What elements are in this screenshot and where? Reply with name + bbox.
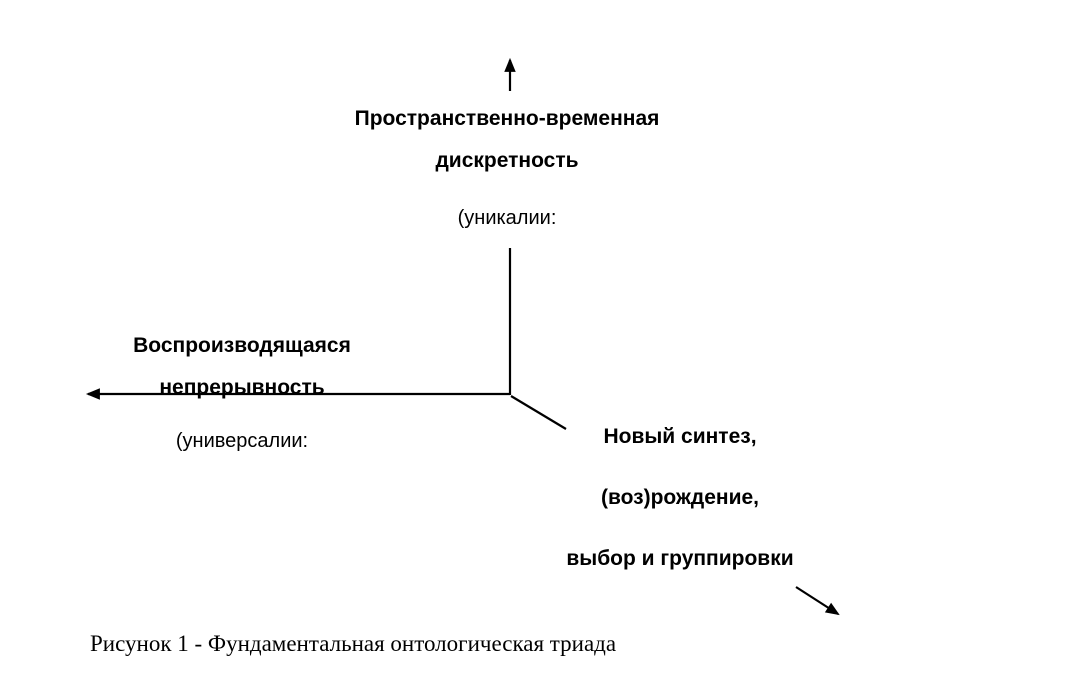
top-axis-title-line1: Пространственно-временная [354,107,660,130]
top-axis-subtitle: (уникалии: [457,207,557,229]
left-axis-title-line1: Воспроизводящаяся [133,334,351,357]
top-axis-title: Пространственно-временная дискретность [307,98,707,182]
left-axis-title: Воспроизводящаяся непрерывность [92,325,392,409]
top-axis-title-line2: дискретность [435,149,579,172]
right-axis-title-line1: Новый синтез, [603,425,757,448]
left-axis-subtitle: (универсалии: [175,430,309,452]
left-axis-title-line2: непрерывность [159,376,325,399]
right-axis-title: Новый синтез, (воз)рождение, выбор и гру… [530,406,830,589]
figure-caption: Рисунок 1 - Фундаментальная онтологическ… [90,631,617,656]
right-axis-title-line3: выбор и группировки [566,547,794,570]
right-axis-title-line2: (воз)рождение, [601,486,759,509]
down-right-arrow [795,586,840,616]
